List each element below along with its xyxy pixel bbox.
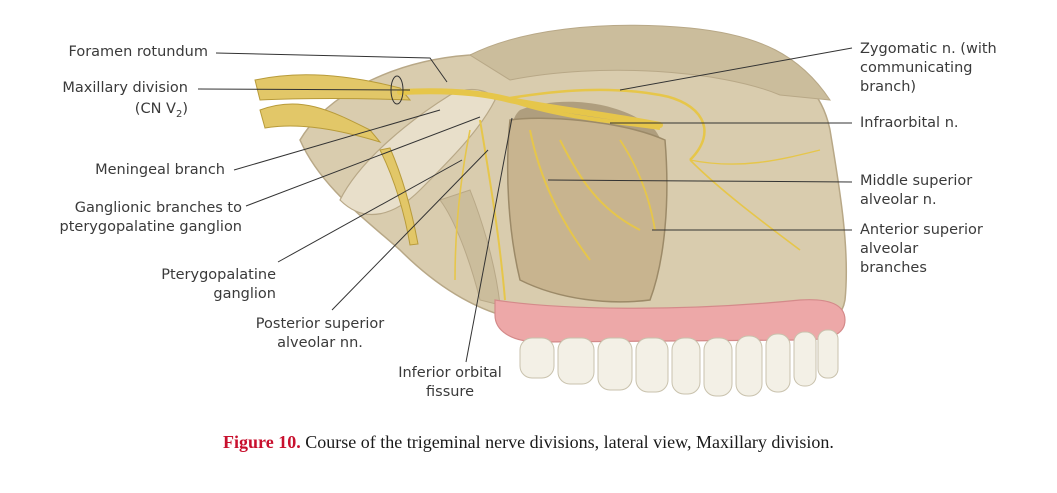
leader-posterior-superior-alveolar (331, 149, 489, 311)
zygomatic-nerve (509, 88, 706, 161)
label-foramen-rotundum: Foramen rotundum (68, 44, 209, 60)
tooth (671, 337, 701, 395)
nerve-branch (529, 129, 591, 261)
tooth (817, 329, 839, 379)
leader-inferior-orbital-fissure (465, 117, 513, 363)
tooth (635, 337, 669, 393)
nerve-branch (559, 139, 641, 231)
nerve-strand (259, 103, 382, 143)
label-infraorbital-n: Infraorbital n. (860, 115, 959, 131)
leader-meningeal-branch (233, 109, 441, 171)
tooth (597, 337, 633, 391)
caption-text: Course of the trigeminal nerve divisions… (300, 432, 834, 452)
tooth (557, 337, 595, 385)
maxillary-sinus (506, 117, 668, 303)
leader-ganglionic-branches (245, 116, 481, 207)
figure-number: Figure 10. (223, 432, 301, 452)
trigeminal-root (254, 74, 412, 101)
figure-area: Foramen rotundum Maxillary division (CN … (20, 24, 997, 400)
tooth (735, 335, 763, 397)
figure-caption: Figure 10. Course of the trigeminal nerv… (0, 432, 1057, 453)
label-zygomatic-n: Zygomatic n. (with communicating branch) (860, 41, 997, 95)
nerve-branch (454, 129, 471, 281)
label-posterior-superior-alveolar: Posterior superior alveolar nn. (255, 316, 385, 351)
label-cn-v2: (CN V2) (20, 100, 188, 124)
gum (494, 299, 846, 343)
label-middle-superior-alveolar: Middle superior alveolar n. (860, 173, 973, 208)
tooth (793, 331, 817, 387)
frontal-bone (468, 24, 832, 101)
infraorbital-nerve (509, 98, 661, 130)
cn-v-close: ) (182, 101, 188, 117)
label-meningeal-branch: Meningeal branch (95, 162, 225, 178)
label-anterior-superior-alveolar: Anterior superior alveolar branches (860, 222, 983, 276)
tooth (703, 337, 733, 397)
maxillary-bundle-ring (390, 75, 404, 105)
cn-v-subscript: 2 (175, 108, 183, 120)
cn-v-text: (CN V (134, 101, 176, 117)
label-pterygopalatine-ganglion: Pterygopalatine ganglion (161, 267, 276, 302)
nerve-branch (689, 149, 821, 165)
leader-middle-superior-alveolar (547, 179, 853, 183)
nerve-strand (379, 147, 419, 246)
tooth (765, 333, 791, 393)
sphenoid-section (339, 88, 496, 215)
label-inferior-orbital-fissure: Inferior orbital fissure (398, 365, 502, 400)
leader-pterygopalatine-ganglion (277, 159, 463, 263)
anatomical-illustration (197, 24, 853, 397)
leader-zygomatic (619, 47, 853, 91)
tooth (519, 337, 555, 379)
leader-lines (197, 47, 853, 363)
nerve-branch (619, 139, 656, 231)
nerve-branch (689, 159, 801, 251)
teeth (519, 329, 839, 397)
leader-foramen-rotundum (215, 52, 448, 83)
leader-maxillary-division (197, 88, 411, 91)
label-ganglionic-branches: Ganglionic branches to pterygopalatine g… (59, 200, 242, 235)
label-maxillary-division: Maxillary division (62, 80, 188, 96)
